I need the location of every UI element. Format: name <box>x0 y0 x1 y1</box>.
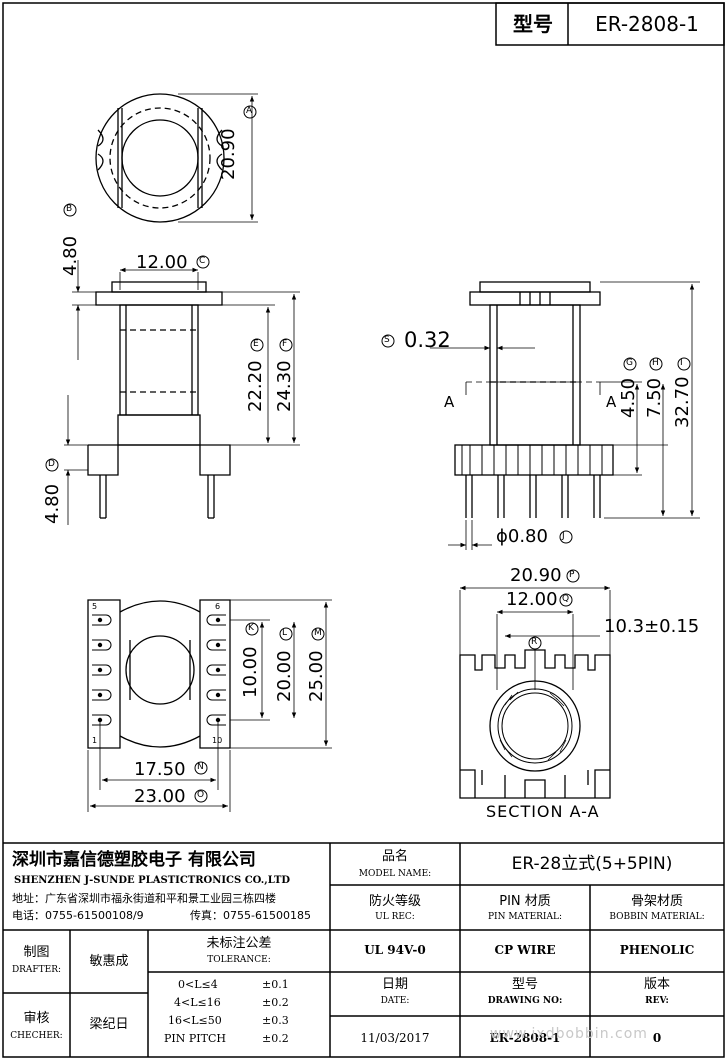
marker-n: N <box>197 762 204 772</box>
dim-bore: 10.3±0.15 <box>604 616 700 637</box>
dim-top-height: 20.90 <box>218 128 239 180</box>
section-label-right: A <box>606 393 617 411</box>
model-value: ER-28立式(5+5PIN) <box>511 854 673 874</box>
dim-wall-thickness: 0.32 <box>404 328 451 352</box>
rev-value: 0 <box>652 1031 662 1045</box>
section-title: SECTION A-A <box>486 802 600 821</box>
company-name-cn: 深圳市嘉信德塑胶电子 有限公司 <box>12 850 256 870</box>
tolerance-range: 4<L≤16 <box>174 996 221 1009</box>
marker-i: I <box>680 358 683 368</box>
dim-top-width: 12.00 <box>136 252 188 273</box>
marker-e: E <box>253 339 259 349</box>
bobbin-value: PHENOLIC <box>619 943 695 957</box>
date-label-cn: 日期 <box>381 977 408 992</box>
drawing-value: ER-2808-1 <box>489 1031 561 1045</box>
pin-value: CP WIRE <box>494 943 556 957</box>
company-fax: 传真：0755-61500185 <box>190 909 311 922</box>
tolerance-value: ±0.1 <box>262 978 289 991</box>
dim-k: 10.00 <box>240 646 261 698</box>
marker-k: K <box>248 623 254 633</box>
rev-label-cn: 版本 <box>643 977 670 992</box>
checker-label-en: CHECHER: <box>10 1031 63 1041</box>
ul-label-cn: 防火等级 <box>368 894 421 909</box>
dim-h: 7.50 <box>644 377 665 418</box>
marker-b: B <box>66 204 73 214</box>
marker-l: L <box>282 628 288 638</box>
bottom-view <box>87 599 332 812</box>
marker-j: J <box>562 531 565 541</box>
marker-c: C <box>199 256 206 266</box>
marker-f: F <box>282 339 288 349</box>
tolerance-range: 16<L≤50 <box>168 1014 222 1027</box>
pin-label-10: 10 <box>212 736 223 745</box>
marker-a: A <box>246 106 253 116</box>
drafter-label-en: DRAFTER: <box>11 965 62 975</box>
tolerance-range: 0<L≤4 <box>178 978 218 991</box>
side-view <box>430 281 700 550</box>
ul-label-en: UL REC: <box>375 912 415 922</box>
dim-pin-offset-top: 4.80 <box>60 235 81 276</box>
tolerance-value: ±0.2 <box>262 996 289 1009</box>
tolerance-label-en: TOLERANCE: <box>207 955 271 965</box>
marker-m: M <box>314 628 322 638</box>
model-label-cn: 品名 <box>381 849 408 864</box>
drawing-label-cn: 型号 <box>511 977 538 992</box>
ul-value: UL 94V-0 <box>364 943 426 957</box>
header-type-label: 型号 <box>513 12 553 36</box>
front-view <box>64 260 300 525</box>
tolerance-value: ±0.2 <box>262 1032 289 1045</box>
checker-label-cn: 审核 <box>23 1011 50 1026</box>
company-phone: 电话：0755-61500108/9 <box>12 909 144 922</box>
dim-p: 20.90 <box>510 565 562 586</box>
dim-m: 25.00 <box>306 650 327 702</box>
pin-label-1: 1 <box>92 736 98 745</box>
pin-label-en: PIN MATERIAL: <box>488 912 562 922</box>
drawing-label-en: DRAWING NO: <box>487 996 563 1006</box>
date-value: 11/03/2017 <box>360 1031 430 1045</box>
marker-p: P <box>569 570 575 580</box>
tolerance-label-cn: 未标注公差 <box>206 936 272 951</box>
header-box <box>495 2 725 46</box>
dim-g: 4.50 <box>618 377 639 418</box>
dim-i: 32.70 <box>672 376 693 428</box>
date-label-en: DATE: <box>380 996 410 1006</box>
bobbin-label-en: BOBBIN MATERIAL: <box>609 912 705 922</box>
checker-value: 梁纪日 <box>89 1017 129 1032</box>
dim-q: 12.00 <box>506 589 558 610</box>
bobbin-label-cn: 骨架材质 <box>630 894 683 909</box>
marker-q: Q <box>562 594 570 604</box>
tolerance-value: ±0.3 <box>262 1014 289 1027</box>
section-label-left: A <box>444 393 455 411</box>
marker-s: S <box>384 335 390 345</box>
dim-winding-height: 22.20 <box>245 360 266 412</box>
marker-h: H <box>652 358 659 368</box>
dim-o: 23.00 <box>134 786 186 807</box>
pin-label-6: 6 <box>215 602 221 611</box>
dim-bottom-pin: 4.80 <box>42 483 63 524</box>
pin-label-5: 5 <box>92 602 98 611</box>
rev-label-en: REV: <box>645 996 669 1006</box>
dim-pin-diameter: ϕ0.80 <box>496 526 548 547</box>
marker-d: D <box>48 459 55 469</box>
drafter-value: 敏惠成 <box>89 954 129 969</box>
marker-g: G <box>626 358 633 368</box>
marker-o: O <box>197 790 205 800</box>
section-view <box>459 585 611 799</box>
dim-l: 20.00 <box>274 650 295 702</box>
pin-label-cn: PIN 材质 <box>499 894 551 909</box>
watermark: www.jxdbobbin.com <box>490 1026 648 1042</box>
company-name-en: SHENZHEN J-SUNDE PLASTICTRONICS CO.,LTD <box>14 875 291 886</box>
dim-n: 17.50 <box>134 759 186 780</box>
dim-total-height: 24.30 <box>274 360 295 412</box>
drafter-label-cn: 制图 <box>23 945 50 960</box>
top-view <box>95 93 258 223</box>
company-address: 地址：广东省深圳市福永街道和平和景工业园三栋四楼 <box>12 892 276 905</box>
header-part-number: ER-2808-1 <box>595 12 699 36</box>
tolerance-range: PIN PITCH <box>164 1032 226 1045</box>
marker-r: R <box>531 637 538 647</box>
model-label-en: MODEL NAME: <box>358 869 432 879</box>
